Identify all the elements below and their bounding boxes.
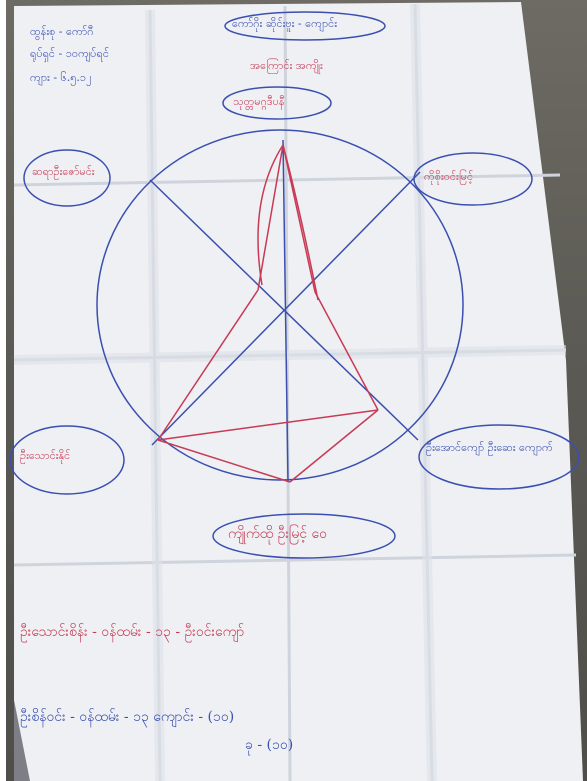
header-note-2: ရုပ်ရှင် - ၁၀ကျပ်ရင်: [30, 48, 109, 60]
label-top: သုတ္တမဂ္ဂဒီပနီ: [233, 96, 285, 108]
paper-surface: [14, 2, 583, 781]
label-right-upper: ကိုစိုးဝင်းမြင့်: [424, 171, 473, 183]
label-left-lower: ဦးသောင်းနိုင်: [20, 450, 70, 462]
header-note-1: ထွန်းစု - ကော်ဂီ: [30, 26, 94, 38]
label-bottom: ကျိုက်ထို ဦးမြင့် ဝေ: [228, 527, 327, 542]
footer-note-3: ခု - (၁၀): [245, 738, 293, 753]
footer-note-1: ဦးသောင်းစိန်း - ဝန်ထမ်း - ၁၃ - ဦးဝင်းကျေ…: [20, 625, 244, 640]
footer-note-2: ဦးစိန်ဝင်း - ဝန်ထမ်း - ၁၃ ကျောင်း - (၁၀): [20, 710, 234, 725]
header-note-3: ကျား - ၆.၅.၁၂: [30, 72, 92, 84]
header-note-center: ကော်ဂိုး ဆိုင်းဗူး - ကျောင်း: [232, 18, 337, 30]
header-note-center-2: အကြောင်း အကျိုး: [250, 60, 323, 72]
label-right-lower: ဦးအောင်ကျော် ဦးဆေး ကျောက်: [426, 442, 566, 454]
label-left-upper: ဆရာဦးဇော်မင်း: [32, 166, 95, 178]
